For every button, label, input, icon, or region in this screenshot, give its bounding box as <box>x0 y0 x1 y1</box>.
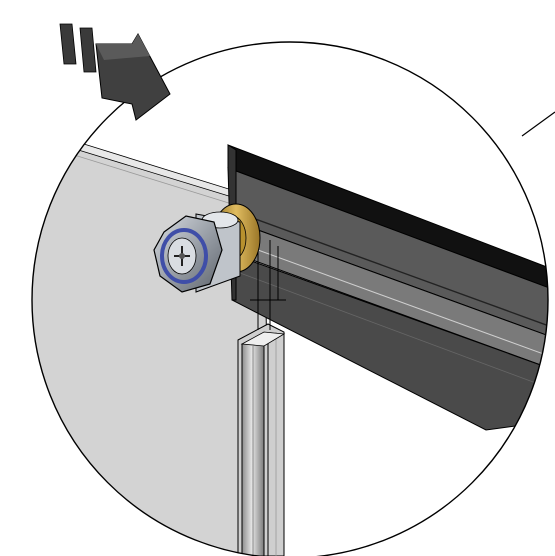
vertical-post <box>237 323 286 556</box>
callout-leader-line <box>521 111 555 137</box>
arrow-right-icon <box>59 23 171 121</box>
detail-circle-outline <box>31 41 549 556</box>
hex-nut-icon <box>153 211 241 293</box>
bracket-wire <box>250 240 286 330</box>
